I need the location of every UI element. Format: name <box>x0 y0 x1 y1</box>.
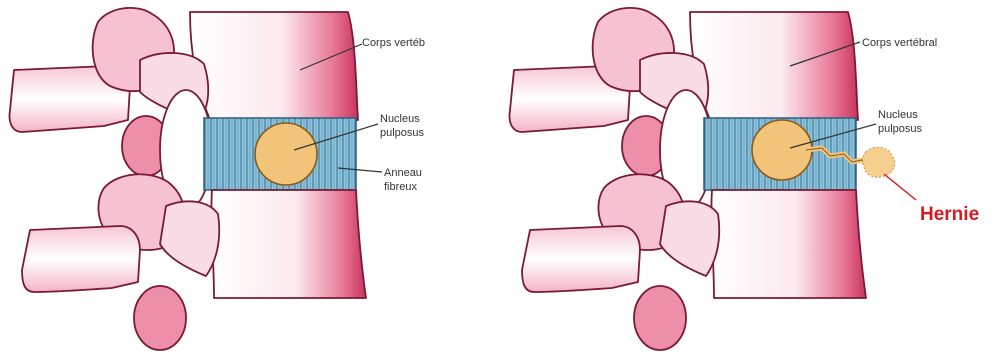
herniated-material <box>863 147 895 177</box>
label-nucleus-right-line2: pulposus <box>878 123 923 135</box>
upper-vertebral-body-right <box>690 12 858 120</box>
right-panel-illustration: Corps vertébral Nucleus pulposus Hernie <box>510 8 980 350</box>
label-nucleus-left-line2: pulposus <box>380 127 425 139</box>
label-body-left: Corps vertéb <box>362 37 425 49</box>
lower-transverse-process <box>22 226 140 292</box>
label-body-right: Corps vertébral <box>862 37 937 49</box>
lower-spinous-knob <box>134 286 186 350</box>
label-annulus-left-line2: fibreux <box>384 181 418 193</box>
nucleus-pulposus <box>255 123 317 185</box>
lower-spinous-knob-right <box>634 286 686 350</box>
lower-pedicle <box>160 201 219 276</box>
label-annulus-left-line1: Anneau <box>384 167 422 179</box>
leader-hernia <box>884 174 916 200</box>
label-hernia: Hernie <box>920 204 979 225</box>
lower-pedicle-right <box>660 201 719 276</box>
label-nucleus-right-line1: Nucleus <box>878 109 918 121</box>
label-nucleus-left-line1: Nucleus <box>380 113 420 125</box>
upper-vertebral-body <box>190 12 358 120</box>
left-panel-illustration: Corps vertéb Nucleus pulposus Anneau fib… <box>10 8 425 350</box>
lower-transverse-process-right <box>522 226 640 292</box>
lower-vertebral-body <box>211 190 366 298</box>
nucleus-pulposus-right <box>752 120 812 180</box>
lower-vertebral-body-right <box>711 190 866 298</box>
